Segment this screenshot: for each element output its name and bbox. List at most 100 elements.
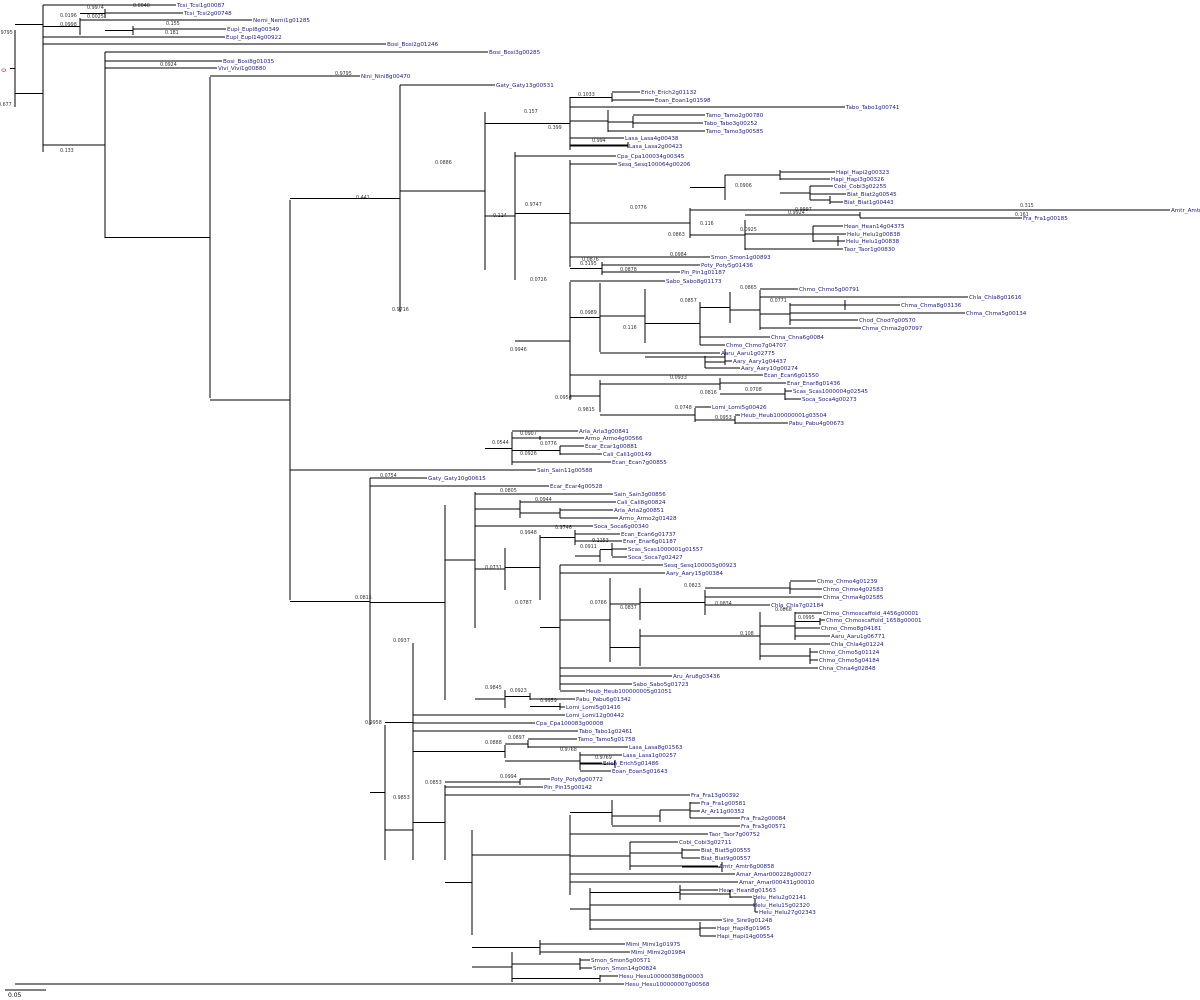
tip-label: Soca_Soca7g02427 xyxy=(628,555,683,561)
support-value: 0.0888 xyxy=(485,740,502,746)
tip-label: Tamo_Tamo5g01758 xyxy=(577,737,636,743)
tip-label: Sabo_Sabo8g01173 xyxy=(666,279,722,285)
tip-label: Sire_Sire9g01248 xyxy=(723,918,773,924)
tip-label: Biat_Biat1g00443 xyxy=(844,200,894,206)
tip-label: Vivi_Vivi1g00880 xyxy=(218,66,266,72)
support-value: 0.0995 xyxy=(798,615,815,621)
support-value: 0.9924 xyxy=(788,210,805,216)
support-value: 0.0196 xyxy=(60,13,77,19)
support-value: 0.9768 xyxy=(560,747,577,753)
tip-label: Amtr_Amtr6g00858 xyxy=(719,864,775,870)
support-value: 0.0708 xyxy=(745,387,762,393)
tip-label: Taor_Taor1g00830 xyxy=(843,247,895,253)
tip-label: Gaty_Gaty10g00615 xyxy=(428,476,486,482)
support-value: 0.9747 xyxy=(525,202,542,208)
support-value: 0.0923 xyxy=(510,688,527,694)
tip-label: Fra_Fra1g00581 xyxy=(701,801,746,807)
tip-label: Sain_Sain3g00856 xyxy=(614,492,666,498)
tip-label: Chma_Chma4g02585 xyxy=(823,595,884,601)
tip-label: Cali_Cali8g00824 xyxy=(617,500,666,506)
support-value: 0.0863 xyxy=(668,232,685,238)
tip-label: Hesu_Hesu100000388g00003 xyxy=(619,974,704,980)
tip-label: Lomi_Lomi5g01416 xyxy=(566,705,621,711)
tip-label: Soca_Soca4g00273 xyxy=(802,397,857,403)
tip-label: Chma_Chma8g03136 xyxy=(901,303,962,309)
tip-label: Chmo_Chmo4g02583 xyxy=(823,587,884,593)
support-value: 0.0805 xyxy=(500,488,517,494)
support-value: 0.0868 xyxy=(775,607,792,613)
support-value: 0.9958 xyxy=(365,720,382,726)
support-value: 0.0994 xyxy=(500,774,517,780)
tip-label: Eoan_Eoan1g01598 xyxy=(655,98,711,104)
tip-label: Biat_Biat9g00557 xyxy=(701,856,751,862)
tip-label: Ecan_Ecan7g00855 xyxy=(612,460,667,466)
tip-label: Biat_Biat2g00545 xyxy=(847,192,897,198)
tip-label: Lomi_Lomi12g00442 xyxy=(566,713,624,719)
tip-label: Heub_Heub100000001g03504 xyxy=(741,413,827,419)
support-value: 0.108 xyxy=(740,631,754,637)
tip-label: Lasa_Lasa2g00423 xyxy=(629,144,683,150)
support-value: 0.0816 xyxy=(700,390,717,396)
support-value: 0.116 xyxy=(700,221,714,227)
tip-label: Amtr_Amtr1g01414 xyxy=(1171,208,1200,214)
tip-label: Hapi_Hapi3g00326 xyxy=(831,177,885,183)
tip-label: Chla_Chla7g02184 xyxy=(771,603,824,609)
support-value: 0.0886 xyxy=(435,160,452,166)
support-value: 0.9997 xyxy=(795,207,812,213)
tip-label: Poty_Poty8g00772 xyxy=(551,777,603,783)
support-value: 0.399 xyxy=(548,125,562,131)
support-value: 0.133 xyxy=(60,148,74,154)
support-value: 0.0857 xyxy=(680,298,697,304)
support-value: 0.0944 xyxy=(535,497,552,503)
tip-label: Tamo_Tamo2g00780 xyxy=(705,113,764,119)
tip-label: Biat_Biat5g00555 xyxy=(701,848,751,854)
tip-label: Enar_Enar8g01436 xyxy=(787,381,841,387)
tree-tip-labels: Tcsi_Tcsi1g00087Tcsi_Tcsi2g00748Nemi_Nem… xyxy=(176,3,1200,988)
tip-label: Armo_Armo2g01428 xyxy=(619,516,677,522)
tip-label: Smon_Smon14g00824 xyxy=(593,966,657,972)
tip-label: Tamo_Tamo3g00585 xyxy=(705,129,764,135)
tip-label: Smon_Smon1g00893 xyxy=(711,255,771,261)
tip-label: Cobi_Cobi3g02711 xyxy=(679,840,732,846)
tip-label: Chod_Chod7g00570 xyxy=(859,318,916,324)
tip-label: Ecan_Ecan6g01737 xyxy=(621,532,676,538)
support-value: 0.116 xyxy=(623,325,637,331)
tip-label: Helu_Helu15g02320 xyxy=(753,903,810,909)
root-label: 0 xyxy=(1,68,8,72)
tip-label: Aary_Aary15g00384 xyxy=(666,571,723,577)
support-value: 0.9746 xyxy=(555,525,572,531)
support-value: 0.181 xyxy=(165,30,179,36)
tip-label: Nemi_Nemi1g01285 xyxy=(253,18,310,24)
tip-label: Gaty_Gaty13g00531 xyxy=(496,83,554,89)
tip-label: Bosi_Bosi2g01246 xyxy=(387,42,439,48)
support-value: 0.0731 xyxy=(485,565,502,571)
support-value: 0.0878 xyxy=(620,267,637,273)
tip-label: Amar_Amar000431g00010 xyxy=(739,880,815,886)
tip-label: Ecar_Ecar4g00528 xyxy=(550,484,603,490)
tip-label: Eupl_Eupl8g00349 xyxy=(227,27,280,33)
support-value: 0.0025 xyxy=(87,14,104,20)
tip-label: Mimi_Mimi1g01975 xyxy=(626,942,681,948)
tip-label: Erich_Erich5g01486 xyxy=(603,761,659,767)
tip-label: Tabo_Tabo1g00741 xyxy=(845,105,900,111)
tip-label: Sain_Sain11g00588 xyxy=(537,468,593,474)
support-value: 0.0906 xyxy=(735,183,752,189)
support-value: 0.0823 xyxy=(684,583,701,589)
support-value: 0.0834 xyxy=(715,601,732,607)
tip-label: Chla_Chla4g01224 xyxy=(831,642,884,648)
support-value: 0.0911 xyxy=(580,544,597,550)
tip-label: Chla_Chla8g01616 xyxy=(969,295,1022,301)
tip-label: Heub_Heub100000005g01051 xyxy=(586,689,672,695)
support-value: 0.0956 xyxy=(555,395,572,401)
tip-label: Mimi_Mimi2g01984 xyxy=(631,950,686,956)
support-value: 0.0998 xyxy=(60,22,77,28)
tip-label: Chmo_Chmoscaffold_1658g00001 xyxy=(826,618,922,624)
tip-label: Bosi_Bosi3g00285 xyxy=(489,50,541,56)
tip-label: Fra_Fra3g00571 xyxy=(741,824,786,830)
tip-label: Amar_Amar000228g00027 xyxy=(736,872,812,878)
tip-label: Fra_Fra1g00185 xyxy=(1023,216,1068,222)
support-value: 0.9853 xyxy=(393,795,410,801)
tip-label: Hapi_Hapi14g00554 xyxy=(717,934,774,940)
support-value: 0.0754 xyxy=(380,473,397,479)
